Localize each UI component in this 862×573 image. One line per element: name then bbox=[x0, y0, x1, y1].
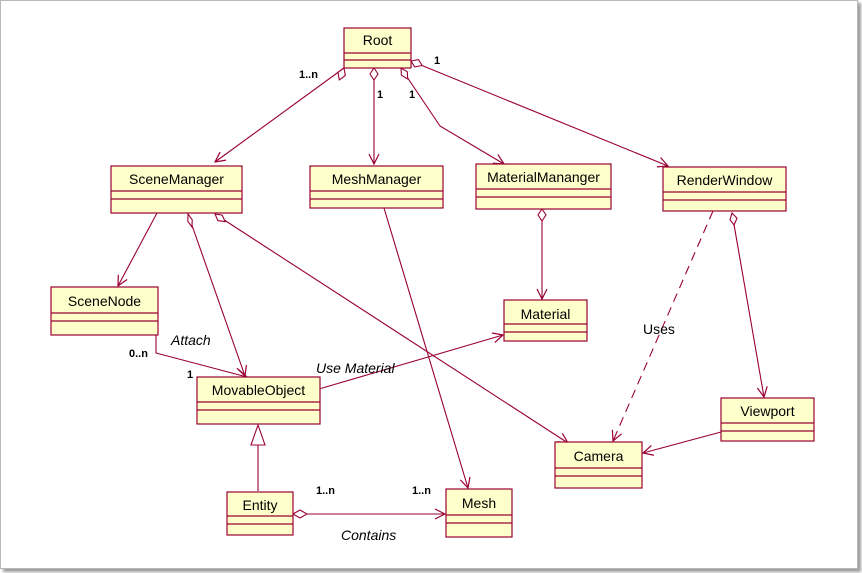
label-use-material: Use Material bbox=[316, 360, 395, 376]
associations bbox=[118, 58, 764, 519]
class-camera[interactable]: Camera bbox=[554, 441, 643, 489]
class-meshmanager[interactable]: MeshManager bbox=[309, 165, 444, 209]
diamond-renderwindow-viewport bbox=[729, 211, 738, 227]
class-name-root: Root bbox=[363, 32, 393, 48]
mult-root-scenemanager: 1..n bbox=[299, 69, 318, 81]
mult-scenenode-attach: 0..n bbox=[129, 348, 148, 360]
label-uses: Uses bbox=[643, 321, 675, 337]
generalization-triangle bbox=[250, 423, 266, 446]
edge-root-materialmanager bbox=[400, 67, 504, 164]
class-name-scenemanager: SceneManager bbox=[129, 171, 224, 187]
diamond-scenemanager-camera bbox=[214, 213, 227, 223]
edge-scenemanager-camera bbox=[214, 213, 568, 443]
class-renderwindow[interactable]: RenderWindow bbox=[662, 166, 787, 212]
class-scenenode[interactable]: SceneNode bbox=[50, 286, 159, 336]
class-name-viewport: Viewport bbox=[740, 403, 794, 419]
edge-meshmanager-mesh bbox=[383, 207, 468, 488]
class-entity[interactable]: Entity bbox=[226, 491, 294, 536]
mult-root-materialmanager: 1 bbox=[409, 89, 415, 101]
edge-root-scenemanager bbox=[215, 67, 345, 162]
class-name-material: Material bbox=[521, 306, 571, 322]
class-mesh[interactable]: Mesh bbox=[445, 488, 513, 538]
mult-root-meshmanager: 1 bbox=[377, 89, 383, 101]
diamond-entity-mesh bbox=[291, 509, 309, 519]
class-name-entity: Entity bbox=[242, 497, 277, 513]
class-name-meshmanager: MeshManager bbox=[332, 171, 422, 187]
class-root[interactable]: Root bbox=[343, 27, 412, 69]
class-material[interactable]: Material bbox=[503, 299, 588, 342]
edge-root-renderwindow bbox=[410, 60, 668, 166]
class-materialmanager[interactable]: MaterialMananger bbox=[475, 163, 612, 210]
diamond-root-materialmanager bbox=[400, 66, 409, 81]
label-attach: Attach bbox=[170, 332, 211, 348]
edge-renderwindow-camera bbox=[613, 210, 714, 441]
class-viewport[interactable]: Viewport bbox=[720, 397, 815, 442]
edge-scenenode-movableobject bbox=[155, 335, 247, 377]
diamond-scenemanager-movableobject bbox=[187, 212, 193, 229]
mult-movableobject: 1 bbox=[187, 369, 193, 381]
class-name-materialmanager: MaterialMananger bbox=[487, 169, 600, 185]
edge-renderwindow-viewport bbox=[731, 212, 764, 397]
diamond-materialmanager-material bbox=[537, 208, 547, 222]
class-name-movableobject: MovableObject bbox=[212, 382, 305, 398]
diamond-root-meshmanager bbox=[369, 67, 379, 81]
mult-entity-side: 1..n bbox=[316, 485, 335, 497]
edge-scenemanager-scenenode bbox=[118, 212, 158, 286]
class-scenemanager[interactable]: SceneManager bbox=[110, 165, 243, 214]
class-name-mesh: Mesh bbox=[462, 495, 496, 511]
label-contains: Contains bbox=[341, 527, 396, 543]
mult-root-renderwindow: 1 bbox=[434, 55, 440, 67]
diamond-root-scenemanager bbox=[337, 67, 346, 81]
edge-movableobject-material bbox=[318, 335, 503, 390]
edge-scenemanager-movableobject bbox=[187, 213, 245, 376]
mult-mesh-side: 1..n bbox=[412, 485, 431, 497]
class-name-renderwindow: RenderWindow bbox=[677, 172, 774, 188]
class-movableobject[interactable]: MovableObject bbox=[196, 376, 321, 425]
class-name-camera: Camera bbox=[574, 448, 624, 464]
class-name-scenenode: SceneNode bbox=[68, 293, 141, 309]
diamond-root-renderwindow bbox=[410, 58, 423, 68]
edge-viewport-camera bbox=[643, 431, 722, 453]
